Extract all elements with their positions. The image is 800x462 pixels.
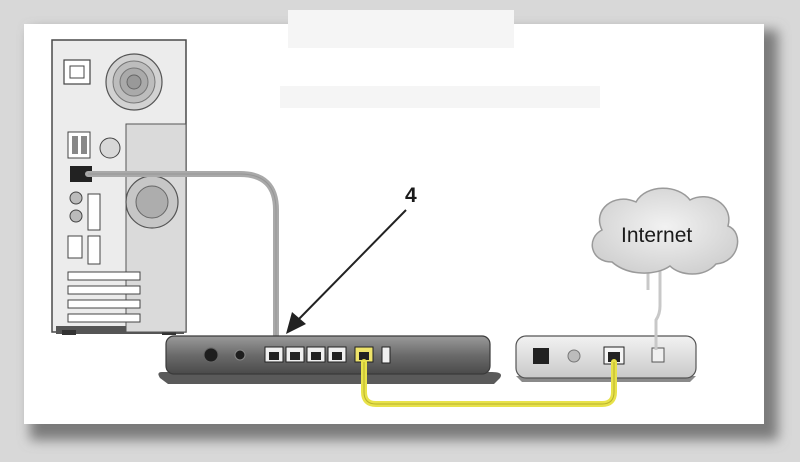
vga-port-icon (87, 235, 101, 265)
internet-cloud-icon (591, 187, 739, 275)
audio-jack-icon (69, 191, 83, 205)
modem (515, 335, 697, 382)
step-number-callout: 4 (405, 184, 417, 207)
modem-power-port-icon (533, 348, 549, 364)
audio-jack-icon (69, 209, 83, 223)
router (158, 335, 501, 384)
faded-caption-line (280, 86, 600, 108)
lan-ports (264, 346, 347, 363)
power-socket-icon (63, 59, 91, 85)
rear-fan-icon (125, 175, 179, 229)
internet-line-cable (654, 264, 662, 350)
usb-port-icon (381, 346, 391, 364)
modem-line-port-icon (651, 347, 665, 363)
fan-icon (105, 53, 163, 111)
faded-caption-box (288, 10, 514, 48)
ethernet-port-icon (70, 166, 92, 182)
ps2-port-icon (99, 137, 121, 159)
reset-button-icon (234, 349, 246, 361)
internet-label: Internet (621, 224, 693, 247)
power-port-icon (203, 347, 219, 363)
serial-port-icon (87, 193, 101, 231)
expansion-slots (67, 271, 141, 323)
callout-arrow (286, 209, 407, 334)
pc-tower (51, 39, 187, 335)
